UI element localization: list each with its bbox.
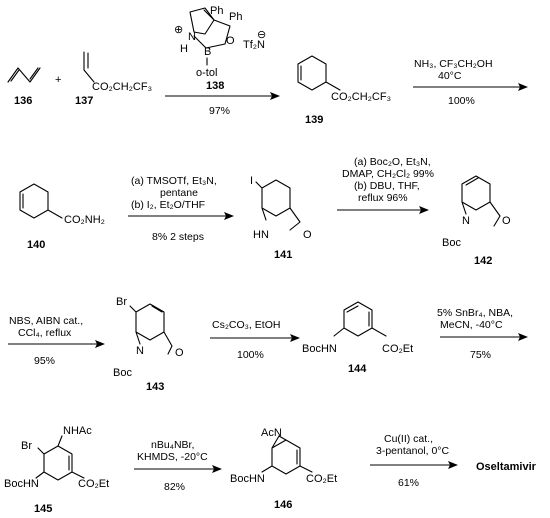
compound-146-structure (261, 435, 313, 475)
bochn-146: BocHN (230, 473, 265, 485)
step-7-reagents-1: 5% SnBr₄, NBA, (437, 307, 513, 319)
compound-140-structure (19, 183, 63, 219)
catalyst-h: H (180, 43, 188, 55)
step-7-reagents-2: MeCN, -40°C (440, 319, 503, 331)
bochn-144: BocHN (302, 343, 337, 355)
acn-146: AcN (261, 427, 282, 439)
reaction-arrow-4 (337, 206, 429, 214)
product-oseltamivir: Oseltamivir (476, 461, 537, 473)
step-4-reagents-4: reflux 96% (358, 192, 408, 204)
step-9-yield: 61% (398, 477, 419, 489)
hn-141: HN (253, 229, 269, 241)
step-2-reagents-2: 40°C (438, 70, 462, 82)
step-5-reagents-1: NBS, AIBN cat., (9, 315, 83, 327)
catalyst-b: B (204, 46, 211, 58)
bromo-143: Br (116, 296, 127, 308)
step-1-yield: 97% (209, 105, 230, 117)
compound-139-structure (297, 55, 341, 91)
compound-146-label: 146 (274, 499, 292, 511)
step-4-reagents-2: DMAP, CH₂Cl₂ 99% (342, 168, 434, 180)
bochn-145: BocHN (4, 478, 39, 490)
step-6-reagents: Cs₂CO₃, EtOH (212, 319, 280, 331)
carbonyl-o-141: O (303, 229, 312, 241)
step-8-reagents-1: nBu₄NBr, (151, 439, 194, 451)
step-2-reagents-1: NH₃, CF₃CH₂OH (414, 58, 493, 70)
step-7-yield: 75% (470, 349, 491, 361)
step-3-reagents-3: (b) I₂, Et₂O/THF (131, 199, 205, 211)
catalyst-otol: o-tol (196, 67, 217, 79)
reaction-arrow-3 (128, 212, 234, 220)
catalyst-negative-charge: ⊖ (257, 29, 266, 41)
reaction-arrow-9 (370, 461, 458, 469)
step-8-reagents-2: KHMDS, -20°C (137, 451, 208, 463)
compound-137-structure (83, 51, 95, 83)
reaction-arrow-5 (8, 340, 105, 348)
reaction-arrow-8 (134, 465, 222, 473)
compound-141-label: 141 (274, 249, 292, 261)
amide-140: CO₂NH₂ (64, 214, 105, 226)
reaction-arrow-2 (413, 83, 528, 91)
compound-145-label: 145 (34, 503, 52, 515)
step-3-reagents-2: pentane (160, 187, 198, 199)
compound-138-structure (189, 7, 231, 49)
n-143: N (136, 345, 144, 357)
compound-136-label: 136 (14, 95, 32, 107)
compound-143-label: 143 (146, 381, 164, 393)
compound-137-label: 137 (75, 95, 93, 107)
ester-145: CO₂Et (78, 478, 109, 490)
ester-144: CO₂Et (382, 343, 413, 355)
reaction-arrow-7 (440, 333, 528, 341)
boc-143: Boc (113, 367, 132, 379)
catalyst-n: N (188, 31, 196, 43)
step-3-yield: 8% 2 steps (152, 231, 204, 243)
step-2-yield: 100% (448, 95, 475, 107)
reaction-arrow-6 (210, 334, 300, 342)
ester-139: CO₂CH₂CF₃ (331, 91, 391, 103)
compound-142-label: 142 (474, 255, 492, 267)
plus-sign: + (55, 74, 61, 86)
compound-142-structure (461, 175, 501, 227)
step-8-yield: 82% (164, 481, 185, 493)
step-4-reagents-3: (b) DBU, THF, (354, 180, 420, 192)
catalyst-ph-2: Ph (229, 11, 242, 23)
compound-143-structure (129, 303, 173, 355)
catalyst-positive-charge: ⊕ (174, 24, 183, 36)
ester-146: CO₂Et (306, 473, 337, 485)
step-5-reagents-2: CCl₄, reflux (18, 327, 72, 339)
nhac-145: NHAc (63, 425, 92, 437)
catalyst-counterion: Tf₂N (243, 39, 265, 51)
compound-144-label: 144 (348, 363, 367, 375)
step-9-reagents-2: 3-pentanol, 0°C (376, 445, 449, 457)
catalyst-o: O (226, 35, 235, 47)
compound-138-label: 138 (206, 80, 224, 92)
carbonyl-o-142: O (502, 215, 511, 227)
n-142: N (462, 215, 470, 227)
bromo-145: Br (21, 440, 32, 452)
compound-139-label: 139 (305, 114, 323, 126)
reaction-arrow-1 (165, 92, 280, 100)
carbonyl-o-143: O (175, 347, 184, 359)
step-9-reagents-1: Cu(II) cat., (384, 433, 433, 445)
boc-142: Boc (442, 237, 461, 249)
compound-136-structure (7, 67, 41, 83)
compound-140-label: 140 (27, 239, 45, 251)
step-4-reagents-1: (a) Boc₂O, Et₃N, (354, 156, 431, 168)
step-6-yield: 100% (237, 349, 264, 361)
step-3-reagents-1: (a) TMSOTf, Et₃N, (131, 175, 217, 187)
compound-141-structure (255, 179, 301, 231)
step-5-yield: 95% (34, 355, 55, 367)
iodo-141: I (250, 175, 253, 187)
ester-137: CO₂CH₂CF₃ (92, 81, 152, 93)
compound-144-structure (333, 301, 387, 337)
catalyst-ph-1: Ph (210, 5, 223, 17)
compound-145-structure (35, 435, 85, 481)
